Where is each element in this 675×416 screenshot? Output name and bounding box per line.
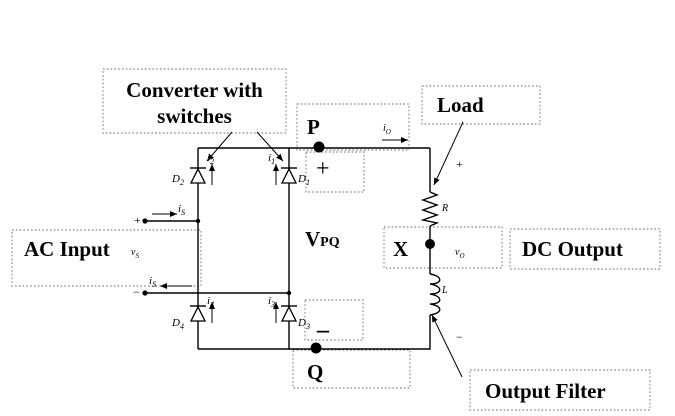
converter-label: Converter with switches [126, 78, 263, 128]
x-label-box [383, 226, 503, 269]
converter-pointer-arrow-2 [256, 131, 284, 162]
d4-label: D4 [172, 317, 184, 332]
l-label: L [442, 285, 448, 296]
vpq-subscript: PQ [320, 235, 340, 250]
output-minus-sign: − [456, 330, 463, 344]
diode-d2 [189, 157, 207, 187]
node-q-label: Q [307, 360, 324, 384]
left-leg-junction [195, 218, 201, 224]
plus-top-label: + [316, 156, 330, 182]
diode-d3 [280, 295, 298, 325]
inductor-l [429, 273, 441, 316]
load-pointer-arrow [433, 121, 464, 186]
output-plus-sign: + [456, 157, 463, 171]
ac-input-label-box [11, 229, 202, 287]
filter-pointer-arrow [431, 314, 463, 378]
source-minus-sign: − [133, 285, 140, 299]
d2-label: D2 [172, 173, 184, 188]
node-p-label: P [307, 115, 320, 139]
diode-d4 [189, 295, 207, 325]
i3-label: i3 [268, 295, 276, 310]
converter-pointer-arrow [206, 131, 233, 162]
ac-bottom-terminal [142, 290, 148, 296]
is-bottom-label: iS [149, 275, 157, 290]
source-plus-sign: + [134, 213, 141, 227]
minus-bottom-label: _ [317, 309, 329, 335]
node-x-label: X [393, 237, 409, 261]
node-x-dot [425, 239, 435, 249]
node-p-dot [313, 141, 325, 153]
node-q-dot [310, 342, 322, 354]
right-leg-junction [286, 290, 292, 296]
bottom-rail [198, 315, 431, 350]
output-filter-label: Output Filter [485, 379, 606, 403]
minus-label-box [304, 299, 364, 341]
r-label: R [442, 203, 449, 214]
io-label: iO [383, 123, 391, 136]
converter-label-box [102, 68, 287, 134]
i4-label: i4 [207, 295, 215, 310]
p-label-box [296, 103, 410, 151]
load-label: Load [437, 93, 484, 117]
vs-label: vS [131, 247, 139, 260]
ac-input-label: AC Input [24, 237, 110, 261]
is-top-label: iS [178, 203, 186, 218]
d1-label: D1 [298, 173, 310, 188]
resistor-r [420, 191, 440, 227]
vo-label: vO [455, 247, 465, 260]
dc-output-label: DC Output [522, 237, 623, 261]
load-label-box [421, 85, 541, 125]
vpq-label: VPQ [305, 229, 340, 250]
vpq-main: V [305, 227, 321, 251]
plus-label-box [305, 151, 365, 193]
ac-top-terminal [142, 218, 148, 224]
i2-label: i2 [207, 152, 215, 167]
i1-label: i1 [268, 152, 276, 167]
q-label-box [292, 349, 411, 389]
d3-label: D3 [298, 317, 310, 332]
diode-d1 [280, 157, 298, 187]
